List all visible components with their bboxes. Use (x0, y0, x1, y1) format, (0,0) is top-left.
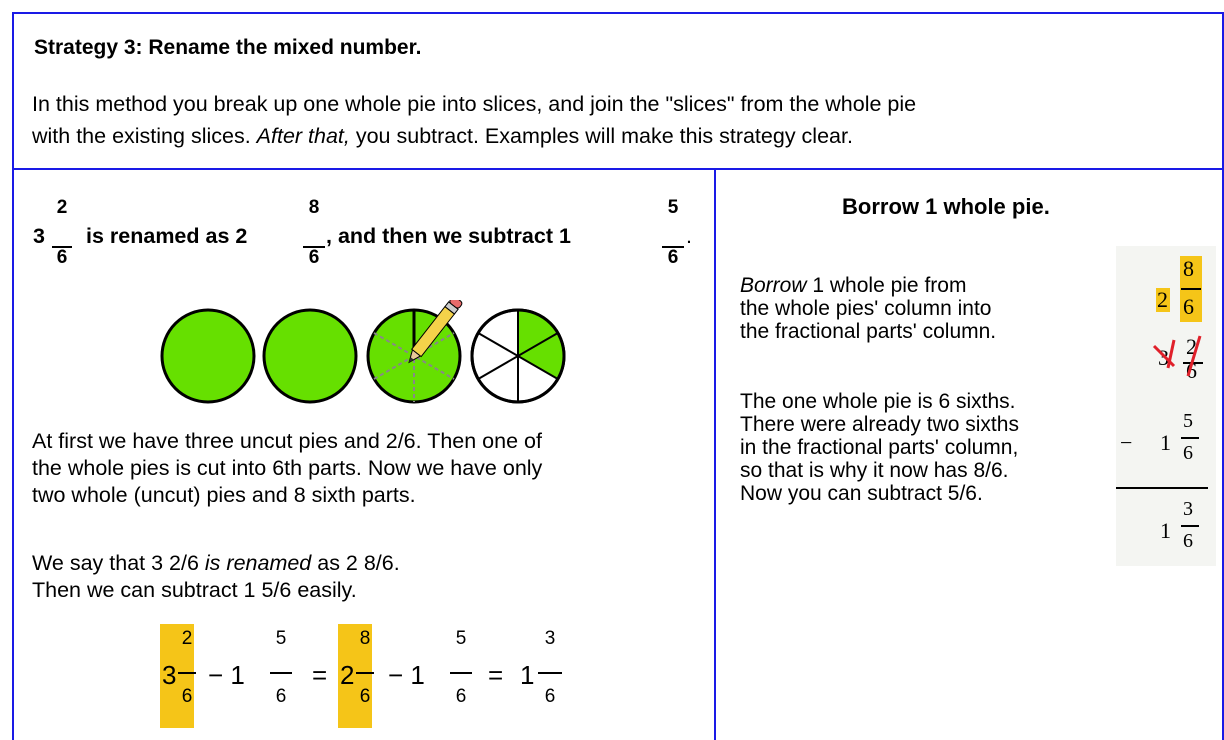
sub-den: 6 (1183, 442, 1193, 464)
whole-3: 3 (33, 224, 45, 248)
sub-whole: 1 (1160, 430, 1171, 455)
section-divider (12, 168, 1224, 170)
new-num: 8 (1183, 256, 1194, 281)
page-title: Strategy 3: Rename the mixed number. (34, 36, 422, 59)
borrow-line2: the whole pies' column into (740, 297, 992, 320)
borrow-line3: the fractional parts' column. (740, 320, 997, 343)
new-whole: 2 (1157, 287, 1168, 312)
page-frame (12, 12, 1224, 740)
sub-num: 5 (1183, 410, 1193, 432)
para1-line3: two whole (uncut) pies and 8 sixth parts… (32, 483, 416, 507)
fraction-bar (662, 246, 684, 248)
para2-line1: We say that 3 2/6 is renamed as 2 8/6. (32, 551, 400, 575)
borrow-paragraph: Borrow 1 whole pie from the whole pies' … (740, 274, 996, 343)
para1-line2: the whole pies is cut into 6th parts. No… (32, 456, 543, 480)
res-bar (1181, 525, 1199, 527)
period: . (686, 224, 692, 248)
res-num: 3 (1183, 498, 1193, 520)
sub-bar (1181, 437, 1199, 439)
para1-line1: At first we have three uncut pies and 2/… (32, 429, 542, 453)
sixths-line5: Now you can subtract 5/6. (740, 482, 983, 505)
strike-marks (1152, 335, 1202, 377)
column-divider (714, 168, 716, 740)
borrow-line1: Borrow 1 whole pie from (740, 274, 967, 297)
pies-illustration (160, 300, 566, 404)
old-num: 2 (1186, 334, 1197, 359)
sixths-line2: There were already two sixths (740, 413, 1019, 436)
column-minus: − (1120, 430, 1133, 455)
old-den: 6 (1186, 358, 1197, 383)
pie-in-sixths (470, 308, 566, 404)
right-heading: Borrow 1 whole pie. (842, 194, 1050, 219)
rename-text-2: , and then we subtract 1 (326, 224, 571, 248)
sixths-line4: so that is why it now has 8/6. (740, 459, 1009, 482)
res-whole: 1 (1160, 518, 1171, 543)
para2-line2: Then we can subtract 1 5/6 easily. (32, 578, 357, 602)
sixths-line1: The one whole pie is 6 sixths. (740, 390, 1016, 413)
eq-whole-1: 1 (520, 660, 535, 690)
res-den: 6 (1183, 530, 1193, 552)
eq-minus-2: − 1 (388, 660, 425, 690)
highlight-3-2-6 (160, 624, 194, 728)
eq-equals-1: = (312, 660, 328, 690)
intro-line-1: In this method you break up one whole pi… (32, 92, 917, 116)
whole-pie-2 (262, 308, 358, 404)
sixths-line3: in the fractional parts' column, (740, 436, 1019, 459)
pencil-icon (408, 300, 463, 364)
sixths-paragraph: The one whole pie is 6 sixths. There wer… (740, 390, 1019, 505)
eq-whole-3: 3 (162, 660, 177, 690)
intro-line-2: with the existing slices. After that, yo… (32, 124, 853, 148)
eq-equals-2: = (488, 660, 504, 690)
fraction-bar (303, 246, 325, 248)
highlight-2-8-6 (338, 624, 372, 728)
highlight-new-whole (1156, 288, 1170, 312)
explanation-paragraph: At first we have three uncut pies and 2/… (32, 428, 542, 509)
new-den: 6 (1183, 294, 1194, 319)
whole-pie-1 (160, 308, 256, 404)
new-bar (1181, 288, 1201, 290)
renamed-paragraph: We say that 3 2/6 is renamed as 2 8/6. T… (32, 550, 400, 604)
eq-minus-1: − 1 (208, 660, 245, 690)
fraction-bar (52, 246, 72, 248)
eq-whole-2: 2 (340, 660, 355, 690)
rename-text-1: is renamed as 2 (86, 224, 248, 248)
intro-paragraph: In this method you break up one whole pi… (32, 88, 1212, 152)
result-line (1116, 487, 1208, 489)
